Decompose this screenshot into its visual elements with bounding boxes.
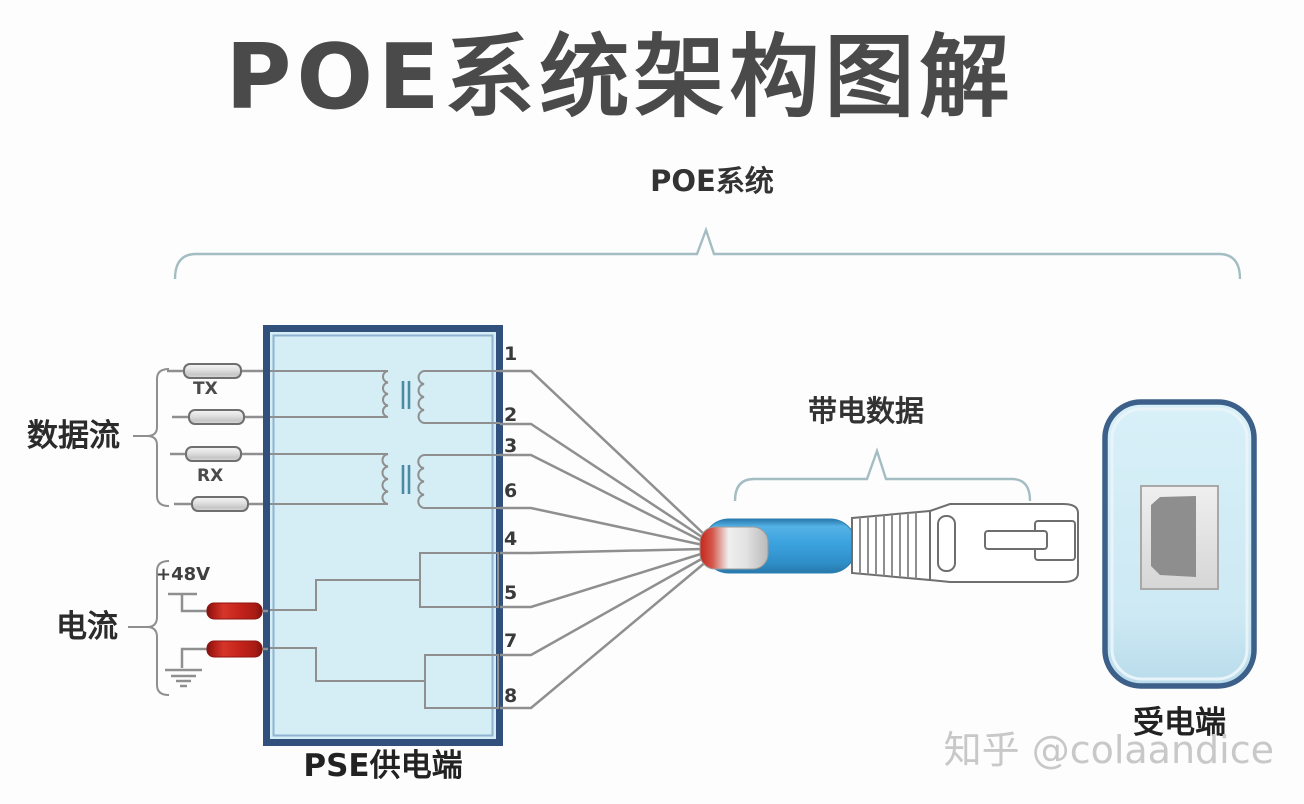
watermark: 知乎 @colaandice <box>943 728 1274 772</box>
voltage-label: +48V <box>156 564 211 585</box>
poe-system-label: POE系统 <box>650 164 774 198</box>
pin-label-7: 7 <box>504 630 518 652</box>
rj45-boot <box>851 509 931 582</box>
poe-system-brace <box>173 226 1242 280</box>
pin-label-5: 5 <box>504 582 518 604</box>
data-flow-bracket <box>133 368 170 507</box>
rx-label: RX <box>197 466 224 486</box>
powered-data-brace <box>733 447 1032 502</box>
pin-label-2: 2 <box>504 404 518 426</box>
transformer-1 <box>270 370 500 424</box>
tx-label: TX <box>193 379 218 399</box>
transformer-2 <box>270 453 500 509</box>
pin-label-8: 8 <box>504 685 518 707</box>
ground-symbol <box>165 647 208 688</box>
pin-fanout-wires <box>500 369 708 710</box>
cable-end-cap <box>699 526 769 570</box>
power-routing <box>270 552 499 709</box>
pin-label-3: 3 <box>504 435 518 457</box>
current-bracket <box>128 560 170 696</box>
powered-data-label: 带电数据 <box>807 394 924 428</box>
pin-label-4: 4 <box>504 528 518 550</box>
page-title: POE系统架构图解 <box>225 25 1015 130</box>
powered-device-label: 受电端 <box>1133 705 1226 741</box>
pin-label-1: 1 <box>504 343 518 365</box>
ethernet-port <box>1140 485 1219 590</box>
data-flow-label: 数据流 <box>27 418 120 454</box>
rj45-plug <box>929 503 1079 583</box>
voltage-source-symbol <box>168 592 208 613</box>
powered-device <box>1102 399 1257 689</box>
data-line-components <box>183 363 249 512</box>
pse-label: PSE供电端 <box>303 748 463 784</box>
power-injector-components <box>206 602 268 658</box>
pin-label-6: 6 <box>504 480 518 502</box>
current-label: 电流 <box>56 609 118 645</box>
ethernet-cable <box>699 503 1079 583</box>
